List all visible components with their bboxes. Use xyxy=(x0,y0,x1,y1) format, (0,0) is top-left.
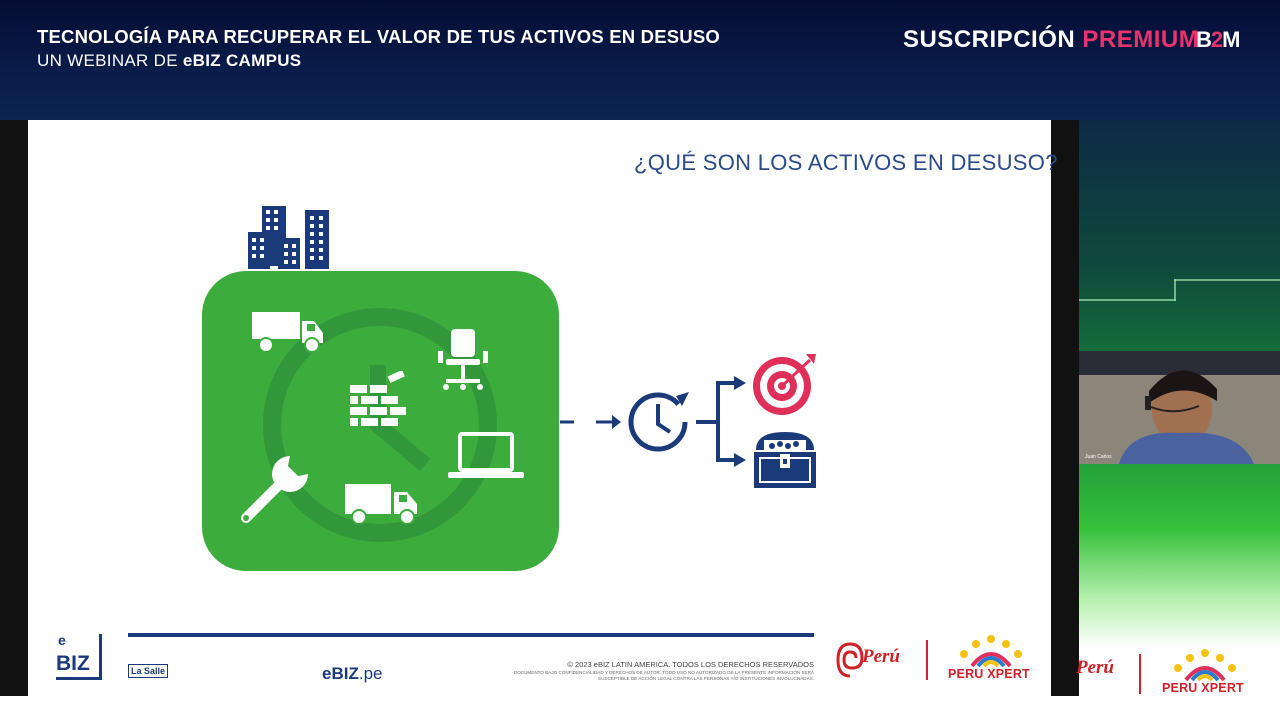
header-bar: TECNOLOGÍA PARA RECUPERAR EL VALOR DE TU… xyxy=(0,0,1280,120)
brick-wall-icon xyxy=(350,371,406,426)
logo-divider xyxy=(926,640,928,680)
ebiz-logo-biz: BIZ xyxy=(56,652,90,675)
presenter-webcam[interactable]: Juan Carlos xyxy=(1079,351,1280,464)
buildings-icon xyxy=(248,206,329,269)
premium-label-2: PREMIUM xyxy=(1082,26,1200,53)
peru-brand-text-overlay: Perú xyxy=(1076,657,1114,678)
peru-xpert-text: PERU XPERT xyxy=(948,667,1030,681)
peru-spiral-icon xyxy=(836,642,864,678)
ebiz-logo: e BIZ xyxy=(56,632,102,680)
peru-xpert-text-overlay: PERU XPERT xyxy=(1162,681,1244,695)
b2m-logo-m: M xyxy=(1222,27,1240,52)
peru-xpert-sun-icon-overlay xyxy=(1174,649,1236,682)
bottom-bar xyxy=(0,696,1280,720)
site-prefix: eBIZ xyxy=(322,664,359,683)
arrow-head xyxy=(612,415,621,429)
subtitle-prefix: UN WEBINAR DE xyxy=(37,51,183,70)
video-left-border xyxy=(0,120,28,696)
target-icon xyxy=(753,354,816,415)
delivery-truck-icon xyxy=(345,484,417,524)
laptop-icon xyxy=(448,432,524,478)
video-right-border xyxy=(1051,120,1079,696)
decor-line xyxy=(1174,279,1176,301)
process-flow-diagram xyxy=(560,376,746,467)
subtitle-brand: eBIZ CAMPUS xyxy=(182,51,302,70)
footer-divider xyxy=(128,633,814,637)
premium-subscription-label: SUSCRIPCIÓN PREMIUM xyxy=(903,26,1199,54)
b2m-logo-b: B xyxy=(1196,27,1212,52)
webinar-title: TECNOLOGÍA PARA RECUPERAR EL VALOR DE TU… xyxy=(37,26,720,47)
copyright-text: © 2023 eBIZ LATIN AMERICA. TODOS LOS DER… xyxy=(567,660,814,669)
peru-xpert-sun-icon xyxy=(960,635,1022,668)
treasure-chest-icon xyxy=(754,432,816,488)
b2m-logo-2: 2 xyxy=(1210,27,1223,52)
wrench-icon xyxy=(241,456,308,523)
site-suffix: .pe xyxy=(358,664,383,683)
clock-refresh-icon xyxy=(628,392,689,452)
ebiz-logo-e: e xyxy=(58,632,66,648)
ebiz-website: eBIZ.pe xyxy=(322,664,382,684)
premium-label-1: SUSCRIPCIÓN xyxy=(903,26,1076,53)
b2m-logo: B2M xyxy=(1196,27,1240,53)
webinar-subtitle: UN WEBINAR DE eBIZ CAMPUS xyxy=(37,51,301,71)
slide-title: ¿QUÉ SON LOS ACTIVOS EN DESUSO? xyxy=(634,150,1058,175)
office-chair-icon xyxy=(438,329,488,390)
decor-line xyxy=(1174,279,1280,281)
lasalle-logo: La Salle xyxy=(128,664,169,678)
disclaimer-text: DOCUMENTO BAJO CONFIDENCIALIDAD Y DERECH… xyxy=(513,670,814,681)
webcam-name-label: Juan Carlos xyxy=(1085,454,1112,460)
presenter-image xyxy=(1079,370,1280,464)
dump-truck-icon xyxy=(252,312,323,353)
decor-line xyxy=(1079,299,1176,301)
copyright-block: © 2023 eBIZ LATIN AMERICA. TODOS LOS DER… xyxy=(500,660,814,682)
peru-brand-text: Perú xyxy=(862,646,900,667)
logo-divider-overlay xyxy=(1139,654,1141,694)
branch-arrows xyxy=(696,381,736,462)
